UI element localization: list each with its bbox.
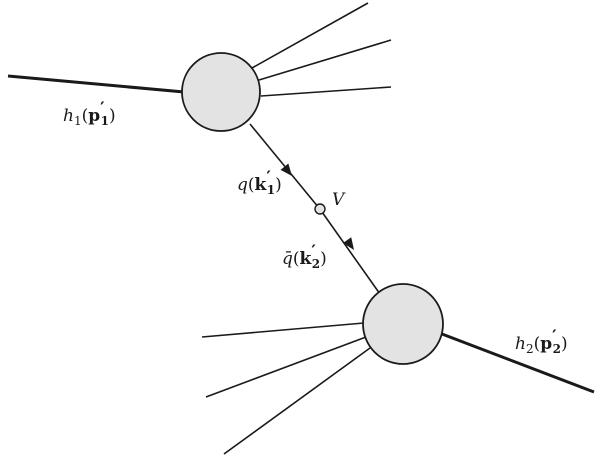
vertex-circle bbox=[314, 203, 326, 215]
antiquark-arrow-icon bbox=[343, 237, 354, 250]
hadron-2-label: h2(p′2) bbox=[515, 327, 568, 356]
top-jet-line-1 bbox=[251, 2, 369, 69]
top-jet-line-2 bbox=[258, 39, 392, 81]
vertex-label: V bbox=[332, 190, 346, 210]
antiquark-line bbox=[321, 211, 381, 295]
bottom-jet-line-2 bbox=[205, 336, 367, 398]
top-interaction-blob bbox=[181, 52, 261, 132]
antiquark-label: q̄(k′2) bbox=[282, 242, 327, 271]
hadron-1-label: h1(p′1) bbox=[63, 99, 116, 128]
hadron-1-line bbox=[7, 74, 185, 94]
quark-line bbox=[249, 123, 320, 209]
quark-arrow-icon bbox=[280, 163, 292, 176]
quark-label: q(k′1) bbox=[237, 168, 282, 197]
bottom-jet-line-1 bbox=[201, 322, 365, 338]
bottom-jet-line-3 bbox=[223, 347, 371, 455]
top-jet-line-3 bbox=[260, 86, 392, 97]
bottom-interaction-blob bbox=[362, 283, 444, 365]
hadron-2-line bbox=[441, 332, 595, 394]
